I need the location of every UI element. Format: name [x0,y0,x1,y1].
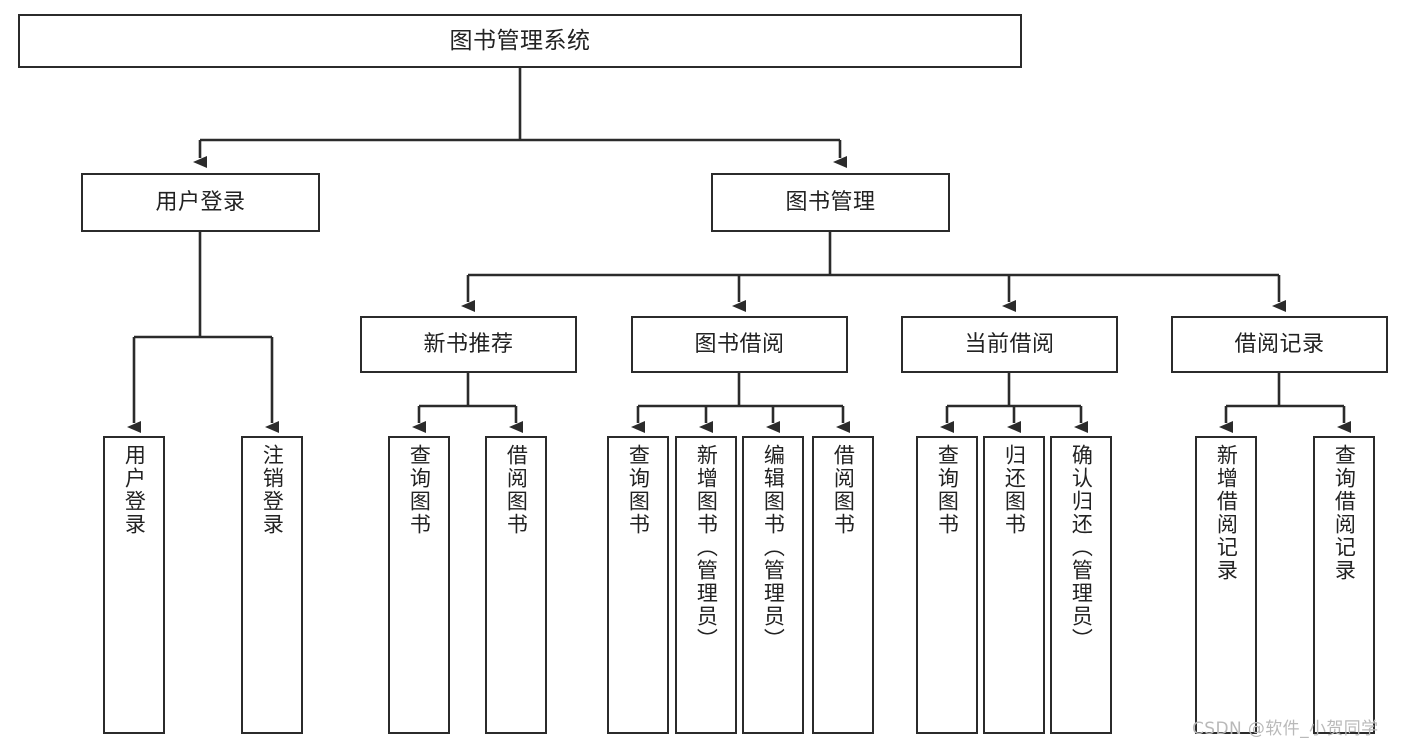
leaf-current-return-book-label: 归还图书 [1002,444,1027,536]
leaf-new-book-borrow-label: 借阅图书 [504,444,529,536]
node-book-management-label: 图书管理 [785,189,876,215]
node-book-borrow[interactable]: 图书借阅 [631,316,848,373]
node-book-borrow-label: 图书借阅 [694,331,785,357]
leaf-current-confirm-return[interactable]: 确认归还（管理员） [1050,436,1112,734]
node-user-login[interactable]: 用户登录 [81,173,320,232]
leaf-record-query[interactable]: 查询借阅记录 [1313,436,1375,734]
leaf-new-book-query[interactable]: 查询图书 [388,436,450,734]
node-book-management[interactable]: 图书管理 [711,173,950,232]
node-current-borrow[interactable]: 当前借阅 [901,316,1118,373]
node-root-label: 图书管理系统 [449,27,591,54]
leaf-record-add-label: 新增借阅记录 [1214,444,1239,582]
leaf-borrow-add-book[interactable]: 新增图书（管理员） [675,436,737,734]
leaf-borrow-borrow-book[interactable]: 借阅图书 [812,436,874,734]
leaf-borrow-add-book-label: 新增图书（管理员） [694,444,719,651]
node-new-book-recommend-label: 新书推荐 [423,331,514,357]
leaf-current-return-book[interactable]: 归还图书 [983,436,1045,734]
leaf-new-book-query-label: 查询图书 [407,444,432,536]
node-root[interactable]: 图书管理系统 [18,14,1022,68]
leaf-user-logout[interactable]: 注销登录 [241,436,303,734]
leaf-borrow-query-book[interactable]: 查询图书 [607,436,669,734]
leaf-user-login-label: 用户登录 [122,444,147,536]
node-borrow-record[interactable]: 借阅记录 [1171,316,1388,373]
leaf-record-query-label: 查询借阅记录 [1332,444,1357,582]
leaf-current-query-book[interactable]: 查询图书 [916,436,978,734]
node-current-borrow-label: 当前借阅 [964,331,1055,357]
leaf-record-add[interactable]: 新增借阅记录 [1195,436,1257,734]
node-user-login-label: 用户登录 [155,189,246,215]
leaf-user-login[interactable]: 用户登录 [103,436,165,734]
leaf-borrow-edit-book-label: 编辑图书（管理员） [761,444,786,651]
leaf-current-query-book-label: 查询图书 [935,444,960,536]
leaf-borrow-query-book-label: 查询图书 [626,444,651,536]
node-new-book-recommend[interactable]: 新书推荐 [360,316,577,373]
watermark: CSDN @软件_小贺同学 [1192,719,1379,739]
leaf-borrow-edit-book[interactable]: 编辑图书（管理员） [742,436,804,734]
leaf-new-book-borrow[interactable]: 借阅图书 [485,436,547,734]
leaf-borrow-borrow-book-label: 借阅图书 [831,444,856,536]
leaf-user-logout-label: 注销登录 [260,444,285,536]
node-borrow-record-label: 借阅记录 [1234,331,1325,357]
leaf-current-confirm-return-label: 确认归还（管理员） [1069,444,1094,651]
